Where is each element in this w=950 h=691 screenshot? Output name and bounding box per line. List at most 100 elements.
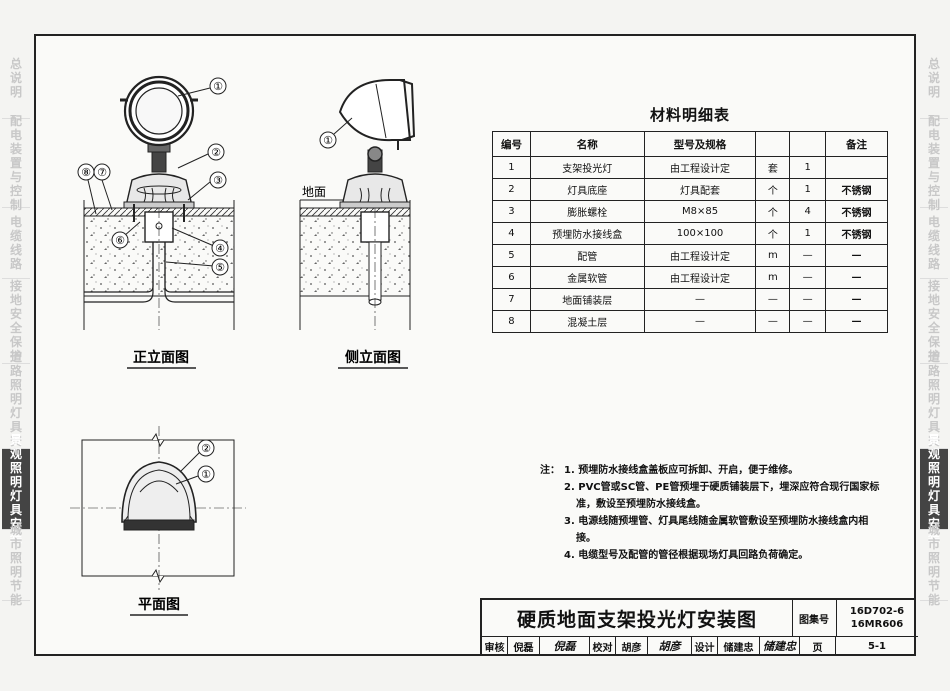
table-cell: 5	[492, 244, 531, 267]
sidebar-tab-label: 总说明	[927, 57, 940, 99]
table-cell: —	[789, 288, 827, 311]
table-cell: 8	[492, 310, 531, 333]
checker-signature: 胡彦	[648, 636, 692, 656]
callout-7: ⑦	[97, 166, 107, 179]
callout-4: ④	[215, 242, 225, 255]
plan-view	[70, 426, 246, 590]
sidebar-tab-label: 接地安全保护	[927, 279, 940, 363]
drawing-title: 硬质地面支架投光灯安装图	[482, 600, 793, 637]
right-sidebar-tab-6[interactable]: 城市照明节能	[920, 523, 948, 607]
table-cell: —	[643, 288, 757, 311]
right-sidebar-tab-2[interactable]: 电缆线路	[920, 208, 948, 279]
table-cell: 由工程设计定	[643, 266, 757, 289]
table-cell: 灯具配套	[643, 178, 757, 201]
materials-table-title: 材料明细表	[649, 106, 730, 124]
sidebar-tab-label: 配电装置与控制	[927, 114, 940, 212]
plan-callout-2: ②	[201, 442, 211, 455]
right-sidebar-tab-5[interactable]: 景观照明灯具安装	[920, 433, 948, 545]
designer-name: 储建忠	[718, 636, 760, 656]
left-sidebar-tab-5[interactable]: 景观照明灯具安装	[2, 433, 30, 545]
header-cell: 编号	[492, 131, 531, 157]
table-cell: 金属软管	[529, 266, 645, 289]
left-sidebar-tab-1[interactable]: 配电装置与控制	[2, 114, 30, 212]
notes-list: 1. 预埋防水接线盒盖板应可拆卸、开启，便于维修。2. PVC管或SC管、PE管…	[540, 462, 880, 564]
right-sidebar: 总说明配电装置与控制电缆线路接地安全保护道路照明灯具安装景观照明灯具安装城市照明…	[918, 38, 950, 607]
table-cell: —	[789, 244, 827, 267]
sidebar-tab-label: 城市照明节能	[927, 523, 940, 607]
check-label: 校对	[590, 636, 616, 656]
callout-5: ⑤	[215, 261, 225, 274]
table-cell: 不锈钢	[825, 200, 888, 223]
table-cell: 由工程设计定	[643, 156, 757, 179]
note-item: 3. 电源线随预埋管、灯具尾线随金属软管敷设至预埋防水接线盒内相接。	[564, 516, 869, 544]
checker-name: 胡彦	[616, 636, 648, 656]
callout-6: ⑥	[115, 234, 125, 247]
header-cell: 备注	[825, 131, 888, 157]
design-label: 设计	[692, 636, 718, 656]
ground-label: 地面	[302, 185, 326, 199]
left-sidebar-tab-2[interactable]: 电缆线路	[2, 208, 30, 279]
table-cell: —	[825, 288, 888, 311]
sidebar-tab-label: 总说明	[9, 57, 22, 99]
table-cell: —	[643, 310, 757, 333]
callout-3: ③	[213, 174, 223, 187]
table-cell: —	[755, 288, 791, 311]
callout-2: ②	[211, 146, 221, 159]
table-cell: —	[789, 266, 827, 289]
header-cell: 型号及规格	[643, 131, 757, 157]
plan-view-title: 平面图	[138, 597, 180, 613]
front-callouts: ① ② ③ ④ ⑤ ⑥ ⑦ ⑧	[77, 77, 229, 276]
table-cell: —	[789, 310, 827, 333]
notes-section: 注： 1. 预埋防水接线盒盖板应可拆卸、开启，便于维修。2. PVC管或SC管、…	[540, 462, 880, 564]
table-cell: 6	[492, 266, 531, 289]
table-cell: 7	[492, 288, 531, 311]
table-cell: 不锈钢	[825, 222, 888, 245]
sidebar-tab-label: 景观照明灯具安装	[9, 433, 22, 545]
table-cell: 灯具底座	[529, 178, 645, 201]
side-elevation-title: 侧立面图	[345, 349, 401, 366]
right-sidebar-tab-1[interactable]: 配电装置与控制	[920, 114, 948, 212]
sidebar-tab-label: 城市照明节能	[9, 523, 22, 607]
plan-callouts: ② ①	[197, 439, 215, 483]
table-cell: m	[755, 244, 791, 267]
side-elevation	[299, 79, 416, 330]
table-cell: 膨胀螺栓	[529, 200, 645, 223]
table-cell: 地面铺装层	[529, 288, 645, 311]
table-cell: —	[825, 244, 888, 267]
sidebar-tab-label: 电缆线路	[9, 215, 22, 271]
sidebar-tab-label: 接地安全保护	[9, 279, 22, 363]
table-cell: 个	[755, 222, 791, 245]
left-sidebar-tab-0[interactable]: 总说明	[2, 38, 30, 119]
sidebar-tab-label: 配电装置与控制	[9, 114, 22, 212]
header-cell	[789, 131, 827, 157]
right-sidebar-tab-3[interactable]: 接地安全保护	[920, 279, 948, 364]
table-cell: m	[755, 266, 791, 289]
left-sidebar: 总说明配电装置与控制电缆线路接地安全保护道路照明灯具安装景观照明灯具安装城市照明…	[0, 38, 32, 607]
table-cell: 3	[492, 200, 531, 223]
left-sidebar-tab-6[interactable]: 城市照明节能	[2, 523, 30, 607]
front-elevation	[83, 75, 235, 330]
table-cell: 不锈钢	[825, 178, 888, 201]
table-cell: 配管	[529, 244, 645, 267]
table-cell: —	[825, 266, 888, 289]
table-cell: —	[755, 310, 791, 333]
atlas-label: 图集号	[792, 600, 837, 637]
note-item: 1. 预埋防水接线盒盖板应可拆卸、开启，便于维修。	[564, 465, 799, 476]
table-cell: 1	[492, 156, 531, 179]
note-item: 4. 电缆型号及配管的管径根据现场灯具回路负荷确定。	[564, 550, 809, 561]
right-sidebar-tab-0[interactable]: 总说明	[920, 38, 948, 119]
table-cell: 预埋防水接线盒	[529, 222, 645, 245]
atlas-number-2: 16MR606	[850, 619, 904, 630]
left-sidebar-tab-3[interactable]: 接地安全保护	[2, 279, 30, 364]
table-cell: 混凝土层	[529, 310, 645, 333]
table-cell: 4	[492, 222, 531, 245]
reviewer-name: 倪磊	[508, 636, 540, 656]
table-cell: M8×85	[643, 200, 757, 223]
reviewer-signature: 倪磊	[540, 636, 590, 656]
